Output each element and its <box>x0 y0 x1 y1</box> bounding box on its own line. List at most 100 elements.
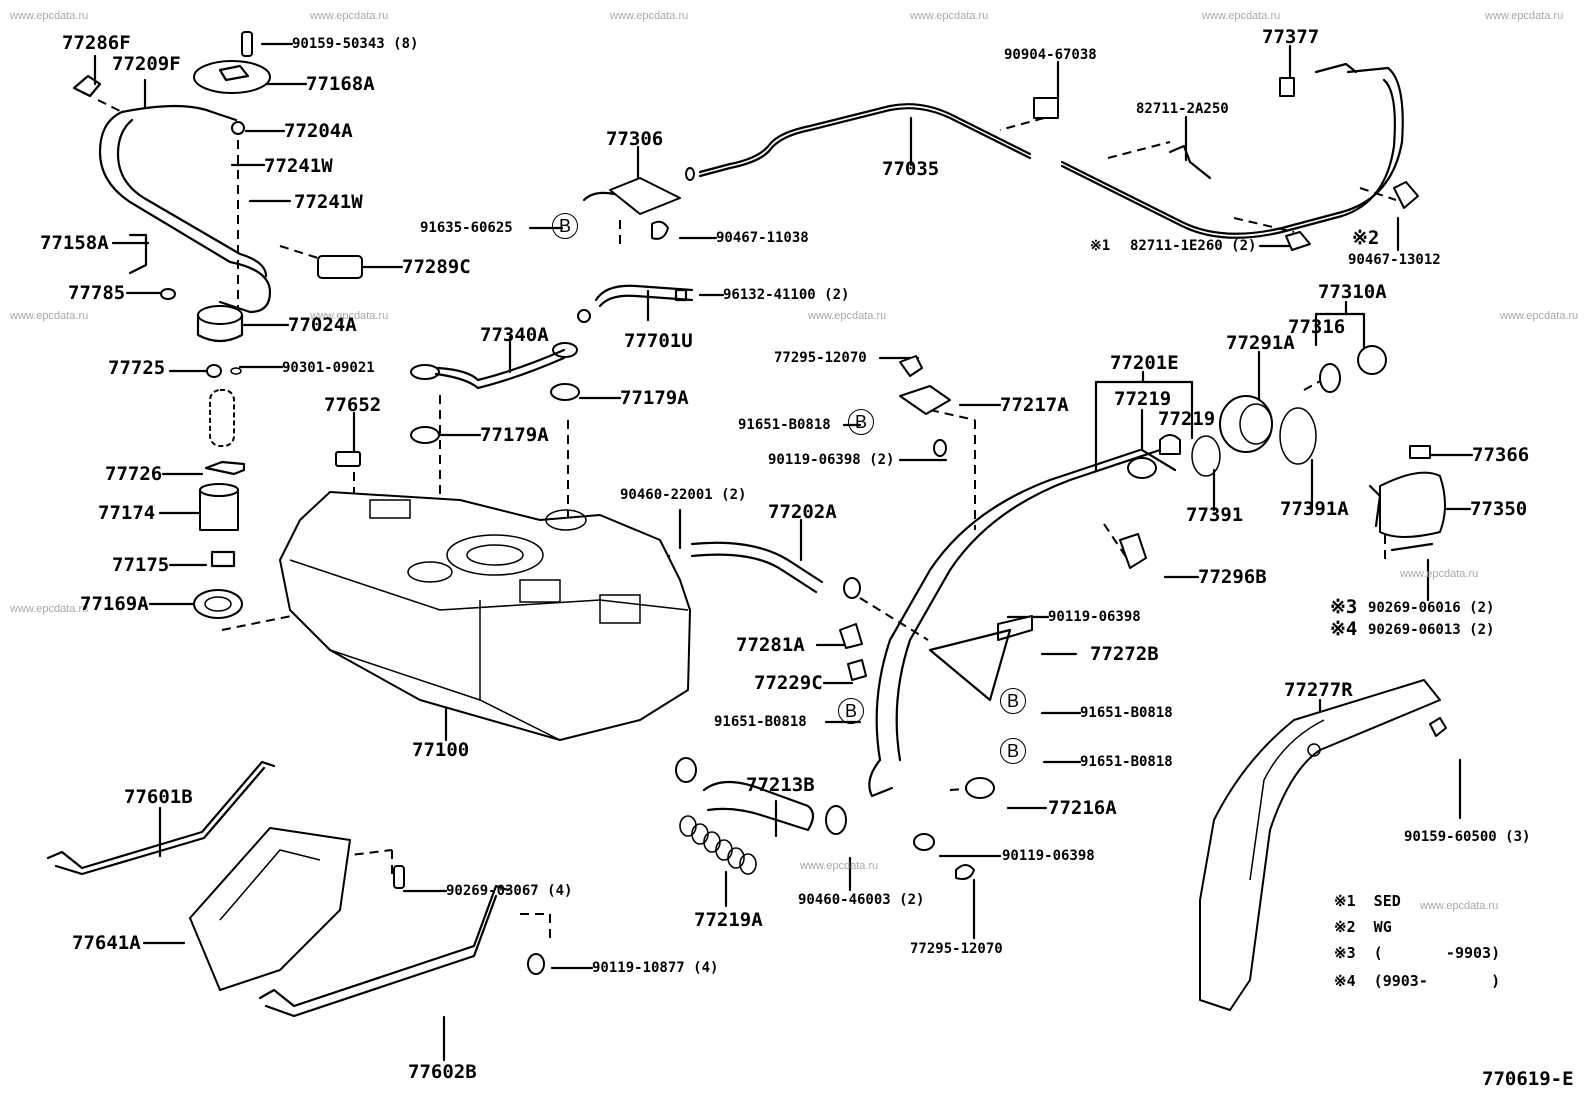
part-label[interactable]: 90119-06398 <box>1002 848 1095 864</box>
part-label[interactable]: 90269-06013 (2) <box>1368 622 1495 638</box>
reference-b-marker: B <box>838 698 864 724</box>
part-label[interactable]: 77179A <box>480 424 549 446</box>
watermark: www.epcdata.ru <box>10 603 89 615</box>
watermark: www.epcdata.ru <box>1420 900 1499 912</box>
legend-mark: ※2 <box>1334 918 1356 936</box>
part-label[interactable]: 91651-B0818 <box>1080 754 1173 770</box>
part-label[interactable]: 77217A <box>1000 394 1069 416</box>
leader-lines <box>93 42 1474 1062</box>
legend-row: ※3 ( -9903) <box>1334 944 1500 962</box>
part-label[interactable]: 82711-2A250 <box>1136 101 1229 117</box>
part-label[interactable]: 77100 <box>412 739 470 761</box>
reference-b-marker: B <box>848 409 874 435</box>
part-label[interactable]: 77175 <box>112 554 170 576</box>
watermark: www.epcdata.ru <box>1500 310 1579 322</box>
part-label[interactable]: 77219 <box>1114 388 1172 410</box>
part-label[interactable]: 96132-41100 (2) <box>723 287 850 303</box>
part-label[interactable]: 77219A <box>694 909 763 931</box>
bracket-77277r-art <box>1199 679 1447 1011</box>
part-label[interactable]: 77272B <box>1090 643 1159 665</box>
part-label[interactable]: 77286F <box>62 32 131 54</box>
watermark: www.epcdata.ru <box>10 310 89 322</box>
watermark: www.epcdata.ru <box>800 860 879 872</box>
part-label[interactable]: 77391 <box>1186 504 1244 526</box>
part-label[interactable]: 91651-B0818 <box>738 417 831 433</box>
legend-text: SED <box>1373 892 1401 910</box>
part-label[interactable]: 77701U <box>624 330 693 352</box>
part-label[interactable]: 77024A <box>288 314 357 336</box>
part-label[interactable]: 77179A <box>620 387 689 409</box>
part-label[interactable]: 77219 <box>1158 408 1216 430</box>
part-label[interactable]: 77204A <box>284 120 353 142</box>
straps-protector-art <box>46 760 545 1018</box>
part-label[interactable]: 77785 <box>68 282 126 304</box>
part-label[interactable]: 77281A <box>736 634 805 656</box>
part-label[interactable]: 90119-06398 <box>1048 609 1141 625</box>
part-label[interactable]: 77391A <box>1280 498 1349 520</box>
part-label[interactable]: 77174 <box>98 502 156 524</box>
part-label[interactable]: 90119-06398 (2) <box>768 452 895 468</box>
marker: ※2 <box>1352 227 1380 249</box>
part-label[interactable]: 77201E <box>1110 352 1179 374</box>
legend-mark: ※3 <box>1334 944 1356 962</box>
part-label[interactable]: 77168A <box>306 73 375 95</box>
reference-b-marker: B <box>552 213 578 239</box>
pump-assembly-art <box>72 31 363 619</box>
watermark: www.epcdata.ru <box>310 10 389 22</box>
part-label[interactable]: 77295-12070 <box>774 350 867 366</box>
part-label[interactable]: 77652 <box>324 394 382 416</box>
part-label[interactable]: 77641A <box>72 932 141 954</box>
part-label[interactable]: 77289C <box>402 256 471 278</box>
part-label[interactable]: 90904-67038 <box>1004 47 1097 63</box>
part-label[interactable]: 77291A <box>1226 332 1295 354</box>
part-label[interactable]: 77295-12070 <box>910 941 1003 957</box>
part-label[interactable]: 77158A <box>40 232 109 254</box>
part-label[interactable]: 90269-06016 (2) <box>1368 600 1495 616</box>
part-label[interactable]: 77316 <box>1288 316 1346 338</box>
part-label[interactable]: 77213B <box>746 774 815 796</box>
part-label[interactable]: 90159-50343 (8) <box>292 36 419 52</box>
legend-text: WG <box>1373 918 1392 936</box>
filler-neck-art <box>675 355 1181 880</box>
marker: ※4 <box>1330 618 1358 640</box>
part-label[interactable]: 77310A <box>1318 281 1387 303</box>
part-label[interactable]: 91635-60625 <box>420 220 513 236</box>
part-label[interactable]: 77209F <box>112 53 181 75</box>
part-label[interactable]: 90119-10877 (4) <box>592 960 719 976</box>
diagram-code: 770619-E <box>1482 1068 1574 1090</box>
cable-art <box>582 62 1419 251</box>
watermark: www.epcdata.ru <box>910 10 989 22</box>
part-label[interactable]: 77725 <box>108 357 166 379</box>
part-label[interactable]: 77602B <box>408 1061 477 1083</box>
part-label[interactable]: 77035 <box>882 158 940 180</box>
part-label[interactable]: 77377 <box>1262 26 1320 48</box>
part-label[interactable]: 77340A <box>480 324 549 346</box>
part-label[interactable]: 90460-22001 (2) <box>620 487 747 503</box>
part-label[interactable]: 90301-09021 <box>282 360 375 376</box>
part-label[interactable]: 77601B <box>124 786 193 808</box>
part-label[interactable]: 77350 <box>1470 498 1528 520</box>
part-label[interactable]: 77366 <box>1472 444 1530 466</box>
part-label[interactable]: 91651-B0818 <box>714 714 807 730</box>
part-label[interactable]: 77169A <box>80 593 149 615</box>
part-label[interactable]: 90467-13012 <box>1348 252 1441 268</box>
part-label[interactable]: 77726 <box>105 463 163 485</box>
part-label[interactable]: 77296B <box>1198 566 1267 588</box>
part-label[interactable]: 77277R <box>1284 679 1353 701</box>
part-label[interactable]: 91651-B0818 <box>1080 705 1173 721</box>
part-label[interactable]: 77241W <box>264 155 333 177</box>
assembly-dashes <box>97 99 1397 944</box>
part-label[interactable]: 77216A <box>1048 797 1117 819</box>
part-label[interactable]: 77229C <box>754 672 823 694</box>
part-label[interactable]: 82711-1E260 (2) <box>1130 238 1257 254</box>
part-label[interactable]: 77306 <box>606 128 664 150</box>
part-label[interactable]: 90159-60500 (3) <box>1404 829 1531 845</box>
legend-row: ※4 (9903- ) <box>1334 972 1500 990</box>
part-label[interactable]: 90467-11038 <box>716 230 809 246</box>
part-label[interactable]: 77202A <box>768 501 837 523</box>
part-label[interactable]: 77241W <box>294 191 363 213</box>
part-label[interactable]: 90460-46003 (2) <box>798 892 925 908</box>
part-label[interactable]: 90269-03067 (4) <box>446 883 573 899</box>
